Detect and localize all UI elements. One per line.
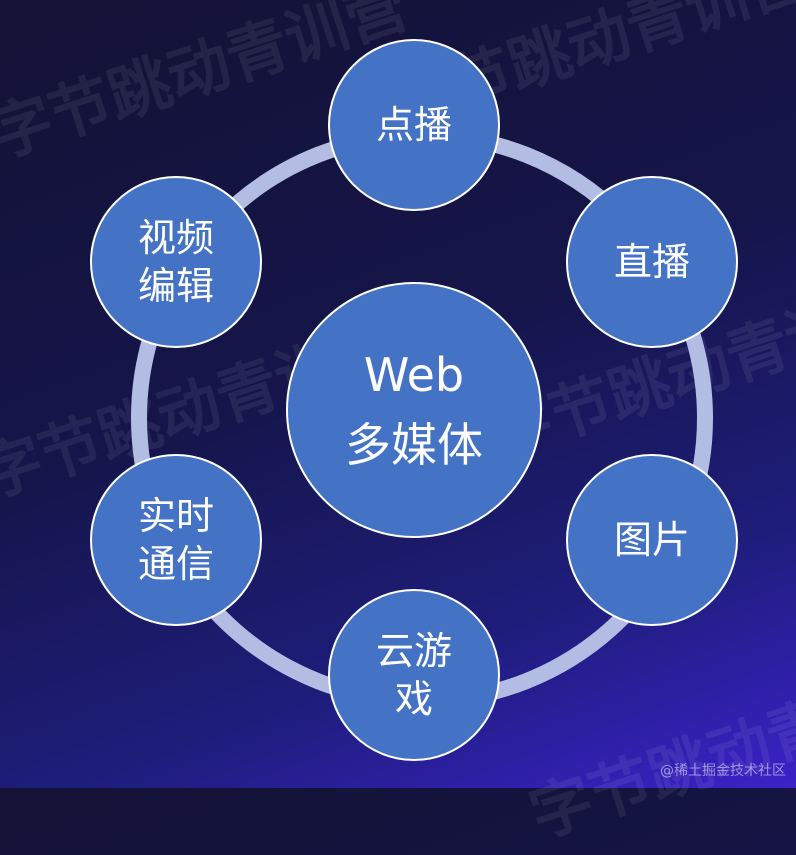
node-label: 戏 — [394, 677, 433, 721]
node-live: 直播 — [566, 176, 738, 348]
node-label: 直播 — [613, 240, 690, 284]
node-vod: 点播 — [328, 39, 500, 211]
center-subtitle: 多媒体 — [345, 418, 483, 472]
node-label: 图片 — [613, 518, 690, 562]
node-label: 云游 — [375, 629, 452, 673]
credit-text: @稀土掘金技术社区 — [660, 763, 786, 779]
node-image: 图片 — [566, 454, 738, 626]
node-label: 视频 — [137, 216, 214, 260]
node-rtc: 实时通信 — [90, 454, 262, 626]
center-node-web-multimedia: Web 多媒体 — [286, 282, 542, 538]
center-title: Web — [363, 348, 465, 402]
node-label: 点播 — [375, 103, 452, 147]
node-label: 实时 — [137, 494, 214, 538]
node-label: 通信 — [137, 542, 214, 586]
node-label: 编辑 — [137, 264, 214, 308]
node-video-editing: 视频编辑 — [90, 176, 262, 348]
node-cloud-gaming: 云游戏 — [328, 589, 500, 761]
